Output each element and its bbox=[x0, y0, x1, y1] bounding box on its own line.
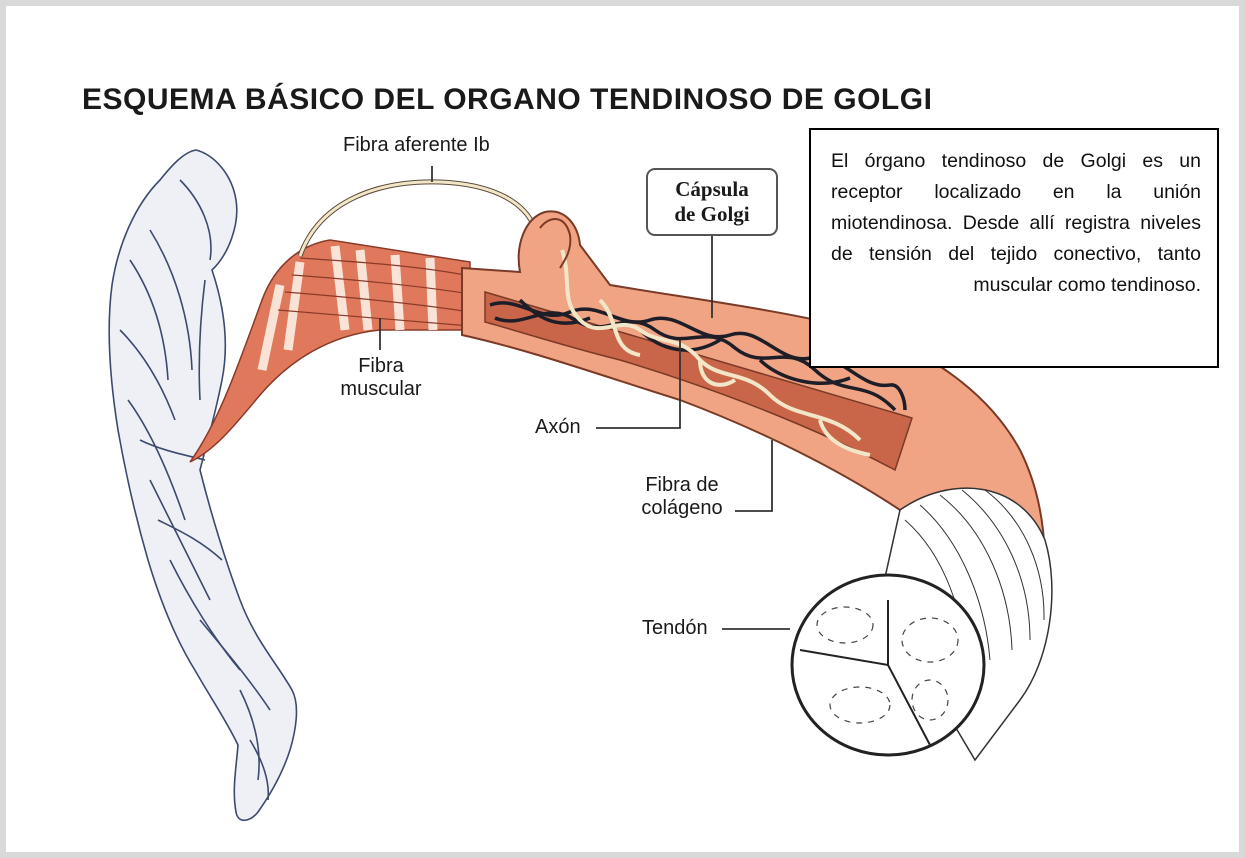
label-afferent-fiber: Fibra aferente Ib bbox=[343, 134, 490, 157]
label-axon: Axón bbox=[535, 416, 581, 439]
label-muscle-fiber: Fibra muscular bbox=[326, 355, 436, 401]
muscle-fiber-line-2: muscular bbox=[326, 378, 436, 401]
capsule-line-1: Cápsula bbox=[674, 177, 749, 202]
description-box: El órgano tendinoso de Golgi es un recep… bbox=[809, 128, 1219, 368]
muscle-fiber-line-1: Fibra bbox=[326, 355, 436, 378]
collagen-line-1: Fibra de bbox=[632, 474, 732, 497]
collagen-line-2: colágeno bbox=[632, 497, 732, 520]
arm-drawing bbox=[109, 150, 296, 820]
muscle-fiber-bundle bbox=[190, 240, 470, 462]
collagen-leader bbox=[735, 440, 772, 511]
label-golgi-capsule: Cápsula de Golgi bbox=[646, 168, 778, 236]
diagram-title: ESQUEMA BÁSICO DEL ORGANO TENDINOSO DE G… bbox=[82, 83, 932, 117]
label-tendon: Tendón bbox=[642, 617, 708, 640]
tendon-section bbox=[792, 488, 1052, 760]
label-collagen-fiber: Fibra de colágeno bbox=[632, 474, 732, 520]
capsule-line-2: de Golgi bbox=[674, 202, 749, 227]
